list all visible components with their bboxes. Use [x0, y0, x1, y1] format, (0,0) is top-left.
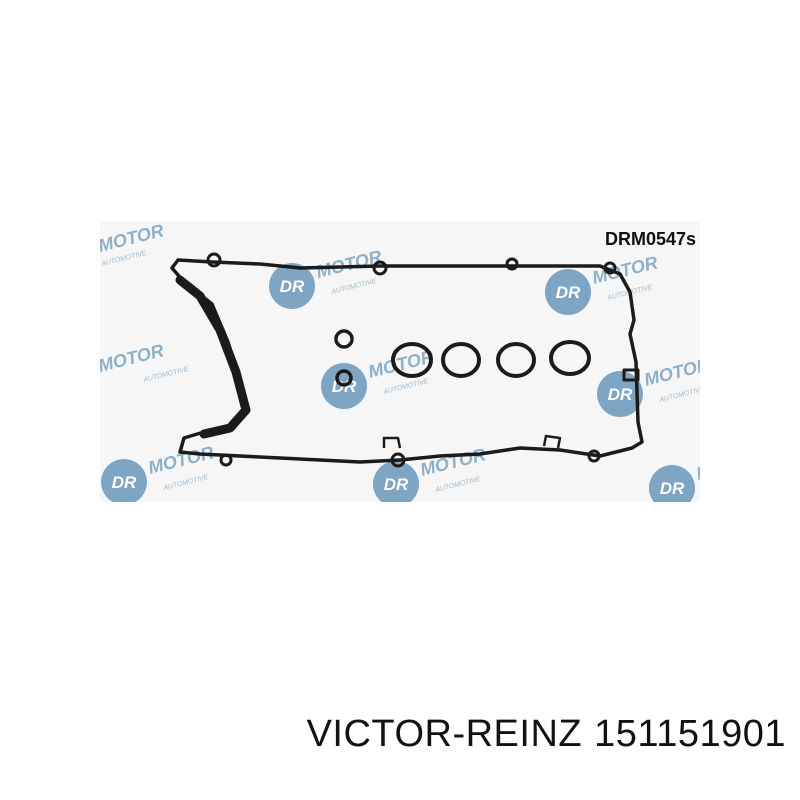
seal-rings: [334, 329, 591, 387]
svg-text:MOTOR: MOTOR: [100, 222, 166, 256]
gasket-set-illustration: DR MOTOR AUTOMOTIVE MOTOR AUTOMOTIVE MOT…: [100, 222, 700, 502]
product-photo: DR MOTOR AUTOMOTIVE MOTOR AUTOMOTIVE MOT…: [100, 222, 700, 502]
part-code-label: DRM0547s: [604, 229, 696, 249]
svg-text:AUTOMOTIVE: AUTOMOTIVE: [142, 366, 190, 384]
svg-text:MOTOR: MOTOR: [100, 340, 166, 376]
product-caption: VICTOR-REINZ 151151901: [307, 713, 786, 756]
brand-name: VICTOR-REINZ: [306, 713, 583, 755]
part-number: 151151901: [594, 713, 786, 755]
valve-cover-gasket: [170, 252, 644, 468]
